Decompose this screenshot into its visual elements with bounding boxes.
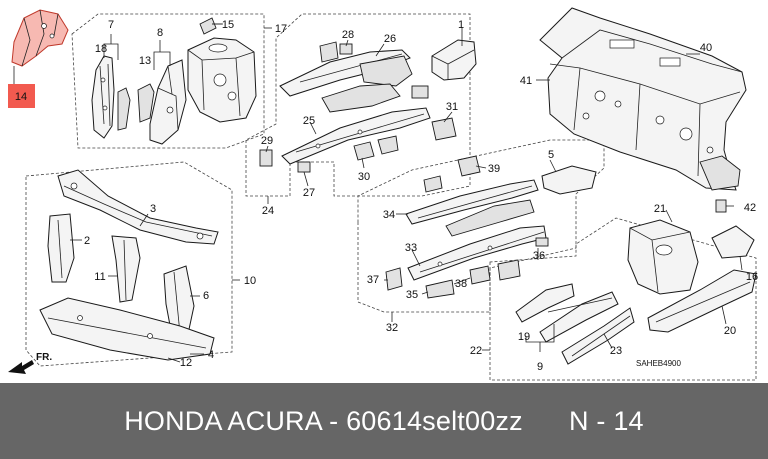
- group-10: [25, 161, 240, 367]
- callout-5: 5: [548, 149, 554, 161]
- callout-34: 34: [383, 209, 395, 221]
- callout-29: 29: [261, 135, 273, 147]
- callout-13: 13: [139, 55, 151, 67]
- callout-21: 21: [654, 203, 666, 215]
- brand-name: HONDA ACURA: [124, 405, 322, 436]
- callout-39: 39: [488, 163, 500, 175]
- front-direction-arrow: [8, 360, 34, 374]
- callout-15: 15: [222, 19, 234, 31]
- callout-3: 3: [150, 203, 156, 215]
- callout-1: 1: [458, 19, 464, 31]
- group-32: [357, 139, 605, 322]
- callout-28: 28: [342, 29, 354, 41]
- callout-12: 12: [180, 357, 192, 369]
- footer-caption: HONDA ACURA - 60614selt00zz N - 14: [124, 406, 644, 437]
- part-14-label-box: [8, 84, 35, 108]
- callout-8: 8: [157, 27, 163, 39]
- callout-42: 42: [744, 202, 756, 214]
- callout-37: 37: [367, 274, 379, 286]
- callout-22: 22: [470, 345, 482, 357]
- callout-24: 24: [262, 205, 274, 217]
- callout-6: 6: [203, 290, 209, 302]
- group-22: [482, 217, 757, 381]
- callout-32: 32: [386, 322, 398, 334]
- part-number: 60614selt00zz: [346, 405, 523, 436]
- callout-27: 27: [303, 187, 315, 199]
- callout-2: 2: [84, 235, 90, 247]
- direction-label: FR.: [36, 352, 52, 363]
- callout-20: 20: [724, 325, 736, 337]
- footer-bar: HONDA ACURA - 60614selt00zz N - 14: [0, 383, 768, 459]
- callout-11: 11: [94, 271, 105, 283]
- callout-4: 4: [208, 349, 214, 361]
- callout-31: 31: [446, 101, 458, 113]
- spacer: [523, 406, 569, 436]
- ref-label: N: [569, 405, 589, 436]
- callout-14: 14: [15, 91, 27, 103]
- drawing-code: SAHEB4900: [636, 359, 681, 368]
- callout-17: 17: [275, 23, 287, 35]
- callout-9: 9: [537, 361, 543, 373]
- ref-value: 14: [613, 405, 644, 436]
- part-42-clip: [715, 199, 734, 213]
- separator-dash: -: [321, 405, 347, 436]
- callout-30: 30: [358, 171, 370, 183]
- callout-41: 41: [520, 75, 532, 87]
- callout-35: 35: [406, 289, 418, 301]
- leader-lines: [70, 23, 743, 363]
- group-24: [245, 13, 477, 204]
- callout-18: 18: [95, 43, 107, 55]
- callout-16: 16: [746, 271, 758, 283]
- callout-40: 40: [700, 42, 712, 54]
- callout-23: 23: [610, 345, 622, 357]
- callout-7: 7: [108, 19, 114, 31]
- group-17: [71, 13, 272, 149]
- callout-38: 38: [455, 278, 467, 290]
- callout-33: 33: [405, 242, 417, 254]
- part-14-highlighted: [8, 9, 69, 108]
- callout-10: 10: [244, 275, 256, 287]
- bulkhead-40-41: [536, 7, 747, 191]
- parts-diagram: 1 2 3 4 5 6 7 8 9 10 11 12 13 14 15 16 1…: [8, 7, 759, 381]
- callout-26: 26: [384, 33, 396, 45]
- callout-labels: 1 2 3 4 5 6 7 8 9 10 11 12 13 14 15 16 1…: [15, 19, 758, 373]
- callout-36: 36: [533, 250, 545, 262]
- ref-separator: -: [588, 405, 614, 436]
- callout-25: 25: [303, 115, 315, 127]
- diagram-canvas: 1 2 3 4 5 6 7 8 9 10 11 12 13 14 15 16 1…: [8, 7, 758, 381]
- callout-19: 19: [518, 331, 530, 343]
